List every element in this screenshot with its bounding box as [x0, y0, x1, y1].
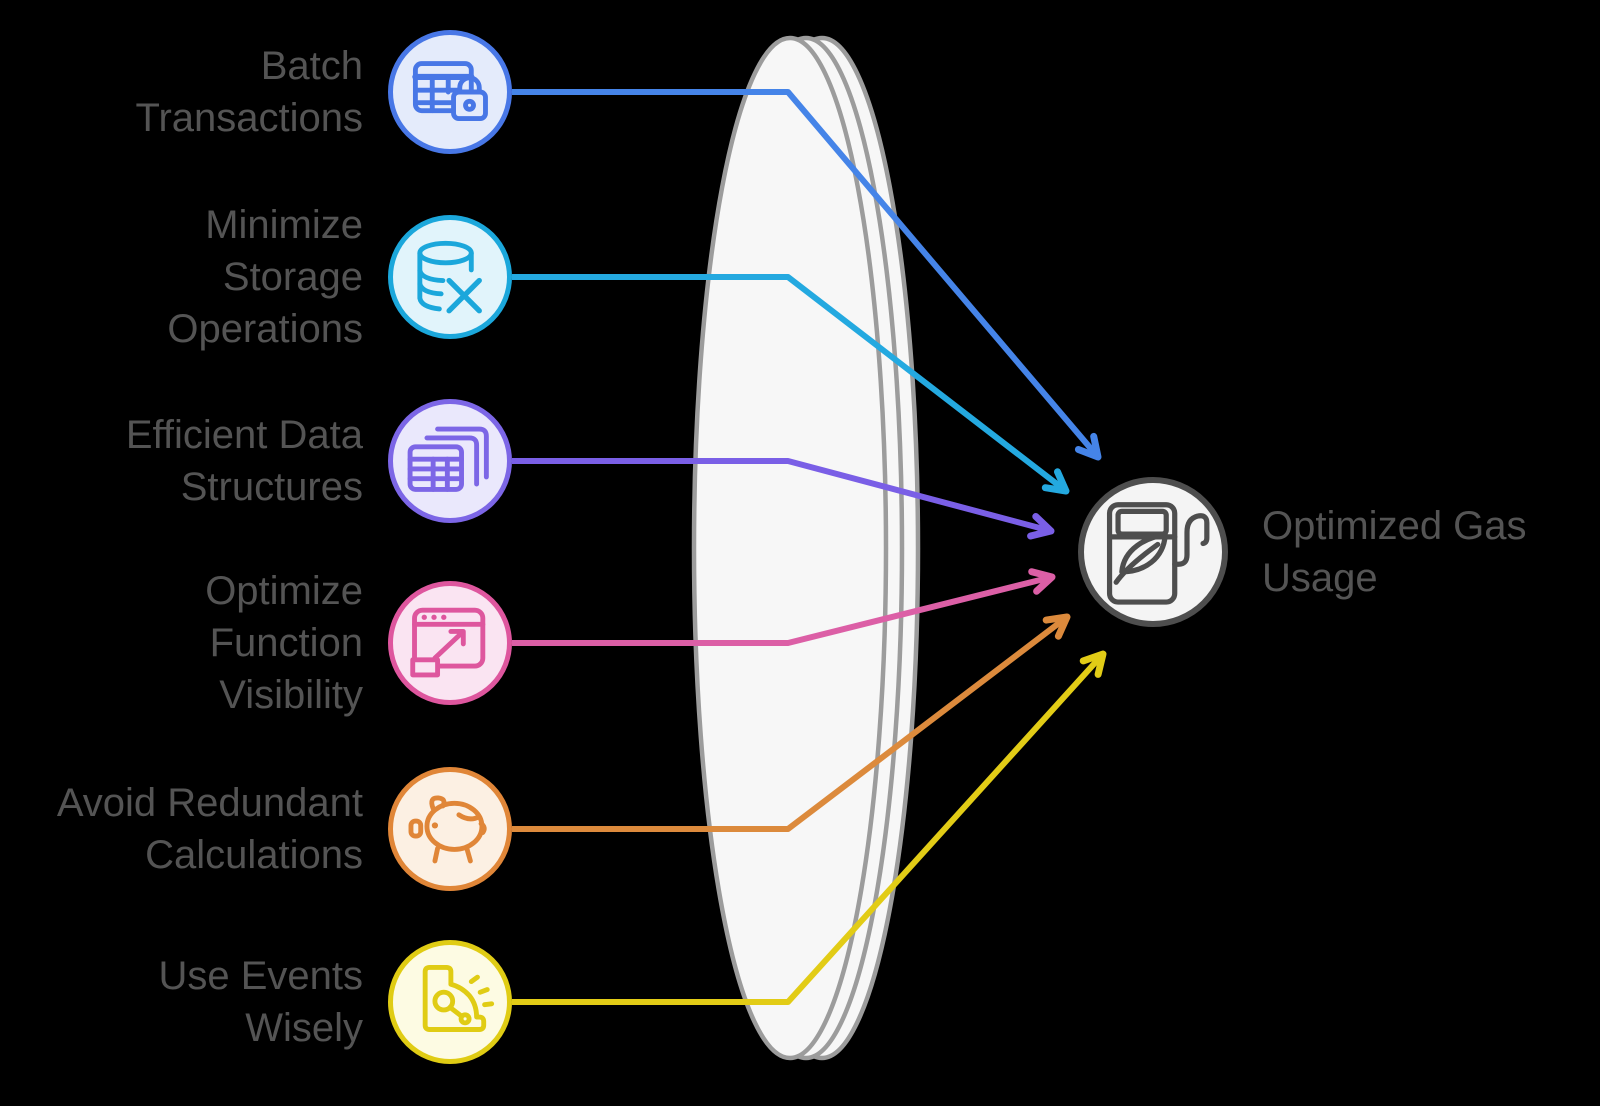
flow-arrow-line [512, 274, 1068, 494]
flow-arrow-head [1028, 568, 1056, 595]
source-icon-circle-batch-transactions [388, 30, 512, 154]
window-expand-icon [410, 607, 486, 678]
source-label-batch-transactions: Batch Transactions [135, 44, 364, 140]
flow-arrow-line [512, 574, 1053, 646]
lens-shape [691, 35, 921, 1061]
source-label-function-visibility: Optimize Function Visibility [205, 569, 363, 717]
target-node-circle [1078, 477, 1228, 627]
flow-arrow-head [1041, 468, 1070, 495]
piggy-bank-icon [408, 795, 487, 864]
gauge-meter-icon [422, 964, 495, 1032]
flow-arrow-head [1042, 613, 1071, 640]
flow-arrow-head [1027, 513, 1055, 540]
stacked-tables-icon [407, 426, 489, 492]
source-label-avoid-redundant: Avoid Redundant Calculations [56, 781, 363, 877]
flow-arrow-head [1079, 650, 1107, 678]
database-remove-icon [417, 240, 482, 314]
source-icon-circle-avoid-redundant [388, 767, 512, 891]
table-lock-icon [412, 61, 488, 122]
source-label-efficient-structures: Efficient Data Structures [125, 413, 363, 509]
source-icon-circle-function-visibility [388, 581, 512, 705]
target-label: Optimized Gas Usage [1262, 504, 1527, 600]
flow-arrows [512, 89, 1107, 1005]
source-label-minimize-storage: Minimize Storage Operations [167, 203, 363, 351]
flow-arrow-line [512, 651, 1106, 1005]
gas-pump-leaf-icon [1106, 502, 1210, 605]
flow-arrow-line [512, 458, 1052, 534]
lens-front-disc [691, 35, 889, 1061]
flow-arrow-line [512, 614, 1069, 832]
source-icon-circle-efficient-structures [388, 399, 512, 523]
source-icon-circle-use-events [388, 940, 512, 1064]
source-icon-circle-minimize-storage [388, 215, 512, 339]
flow-arrow-head [1074, 432, 1102, 461]
flow-arrow-line [512, 89, 1101, 459]
source-label-use-events: Use Events Wisely [158, 954, 363, 1050]
